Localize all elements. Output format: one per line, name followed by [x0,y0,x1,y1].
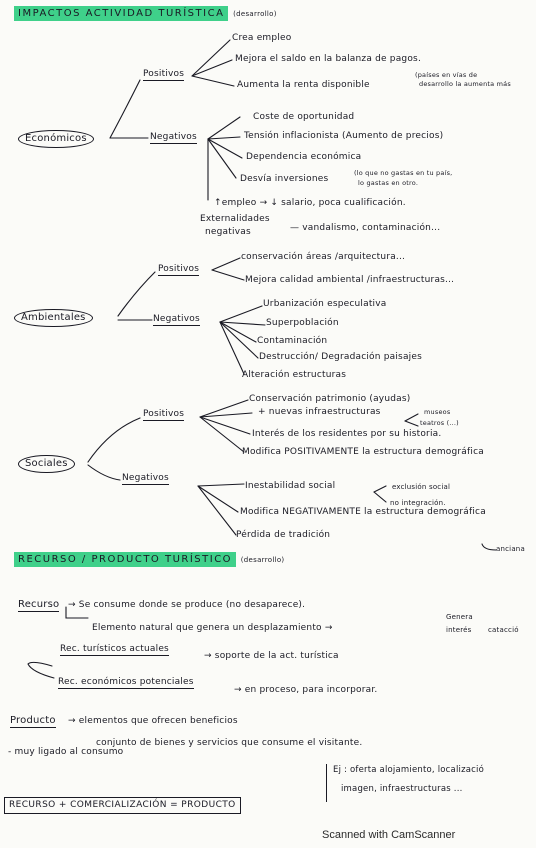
econ-neg-item: Tensión inflacionista (Aumento de precio… [244,131,444,141]
renta-note: desarrollo la aumenta más [419,80,511,88]
genera-note: catacció [488,626,519,634]
producto-line-2: conjunto de bienes y servicios que consu… [96,738,363,748]
museos-note: teatros (...) [420,419,459,427]
econ-neg-item: Desvía inversiones [240,174,329,184]
externalidades-text: — vandalismo, contaminación... [290,223,441,233]
formula-box: RECURSO + COMERCIALIZACIÓN = PRODUCTO [4,797,241,814]
econ-pos-item: Aumenta la renta disponible [237,80,370,90]
empleo-line: ↑empleo → ↓ salario, poca cualificación. [214,198,406,208]
econ-pos-item: Crea empleo [232,33,292,43]
soc-pos-item: Conservación patrimonio (ayudas) [249,394,411,404]
producto-line-1: → elementos que ofrecen beneficios [68,716,238,726]
section-title-impactos: IMPACTOS ACTIVIDAD TURÍSTICA (desarrollo… [14,6,277,21]
producto-line-3: - muy ligado al consumo [8,747,124,757]
econ-negativos-label: Negativos [150,132,197,144]
econ-neg-item: Coste de oportunidad [253,112,355,122]
example-line-1: Ej : oferta alojamiento, localizació [333,765,484,775]
exclusion-note: no integración. [390,499,446,507]
amb-neg-item: Destrucción/ Degradación paisajes [259,352,422,362]
soc-pos-item: Interés de los residentes por su histori… [252,429,442,439]
node-ambientales: Ambientales [14,309,93,327]
recurso-line-1: → Se consume donde se produce (no desapa… [68,600,306,610]
recurso-line-2: Elemento natural que genera un desplazam… [92,623,333,633]
soc-neg-item: Pérdida de tradición [236,530,331,540]
amb-negativos-label: Negativos [153,314,200,326]
econ-neg-item: Dependencia económica [246,152,362,162]
node-economicos: Económicos [18,130,94,148]
rec-potenciales-text: → en proceso, para incorporar. [234,685,378,695]
econ-positivos-label: Positivos [143,69,185,81]
externalidades-label: negativas [205,227,251,237]
amb-pos-item: Mejora calidad ambiental /infraestructur… [245,275,455,285]
externalidades-label: Externalidades [200,214,270,224]
recurso-label: Recurso [18,599,60,612]
recurso-title: RECURSO / PRODUCTO TURÍSTICO [14,552,237,567]
impactos-note: (desarrollo) [233,10,277,18]
anciana-note: anciana [496,545,525,553]
soc-neg-item: Inestabilidad social [245,481,336,491]
museos-note: museos [424,408,451,416]
example-box: Ej : oferta alojamiento, localizació ima… [326,764,484,802]
renta-note: (países en vías de [415,71,478,79]
soc-pos-item: Modifica POSITIVAMENTE la estructura dem… [242,447,484,457]
footer-watermark: Scanned with CamScanner [322,829,456,841]
desvia-note: (lo que no gastas en tu país, [354,169,453,177]
rec-actuales-text: → soporte de la act. turística [204,651,339,661]
soc-pos-item: + nuevas infraestructuras [258,407,381,417]
genera-note: interés [446,626,472,634]
impactos-title: IMPACTOS ACTIVIDAD TURÍSTICA [14,6,229,21]
recurso-note: (desarrollo) [240,556,285,564]
amb-neg-item: Superpoblación [266,318,339,328]
econ-pos-item: Mejora el saldo en la balanza de pagos. [235,54,422,64]
amb-pos-item: conservación áreas /arquitectura... [241,252,406,262]
example-line-2: imagen, infraestructuras ... [341,783,463,794]
node-sociales: Sociales [18,455,75,473]
soc-neg-item: Modifica NEGATIVAMENTE la estructura dem… [240,507,486,517]
rec-actuales-label: Rec. turísticos actuales [60,644,169,656]
amb-neg-item: Alteración estructuras [242,370,347,380]
rec-potenciales-label: Rec. económicos potenciales [58,677,194,689]
amb-positivos-label: Positivos [158,264,200,276]
soc-negativos-label: Negativos [122,473,169,485]
producto-label: Producto [10,715,56,728]
desvia-note: lo gastas en otro. [358,179,419,187]
soc-positivos-label: Positivos [143,409,185,421]
amb-neg-item: Contaminación [257,336,328,346]
exclusion-note: exclusión social [392,483,451,491]
section-title-recurso: RECURSO / PRODUCTO TURÍSTICO (desarrollo… [14,552,285,567]
amb-neg-item: Urbanización especulativa [263,299,387,309]
genera-note: Genera [446,613,473,621]
